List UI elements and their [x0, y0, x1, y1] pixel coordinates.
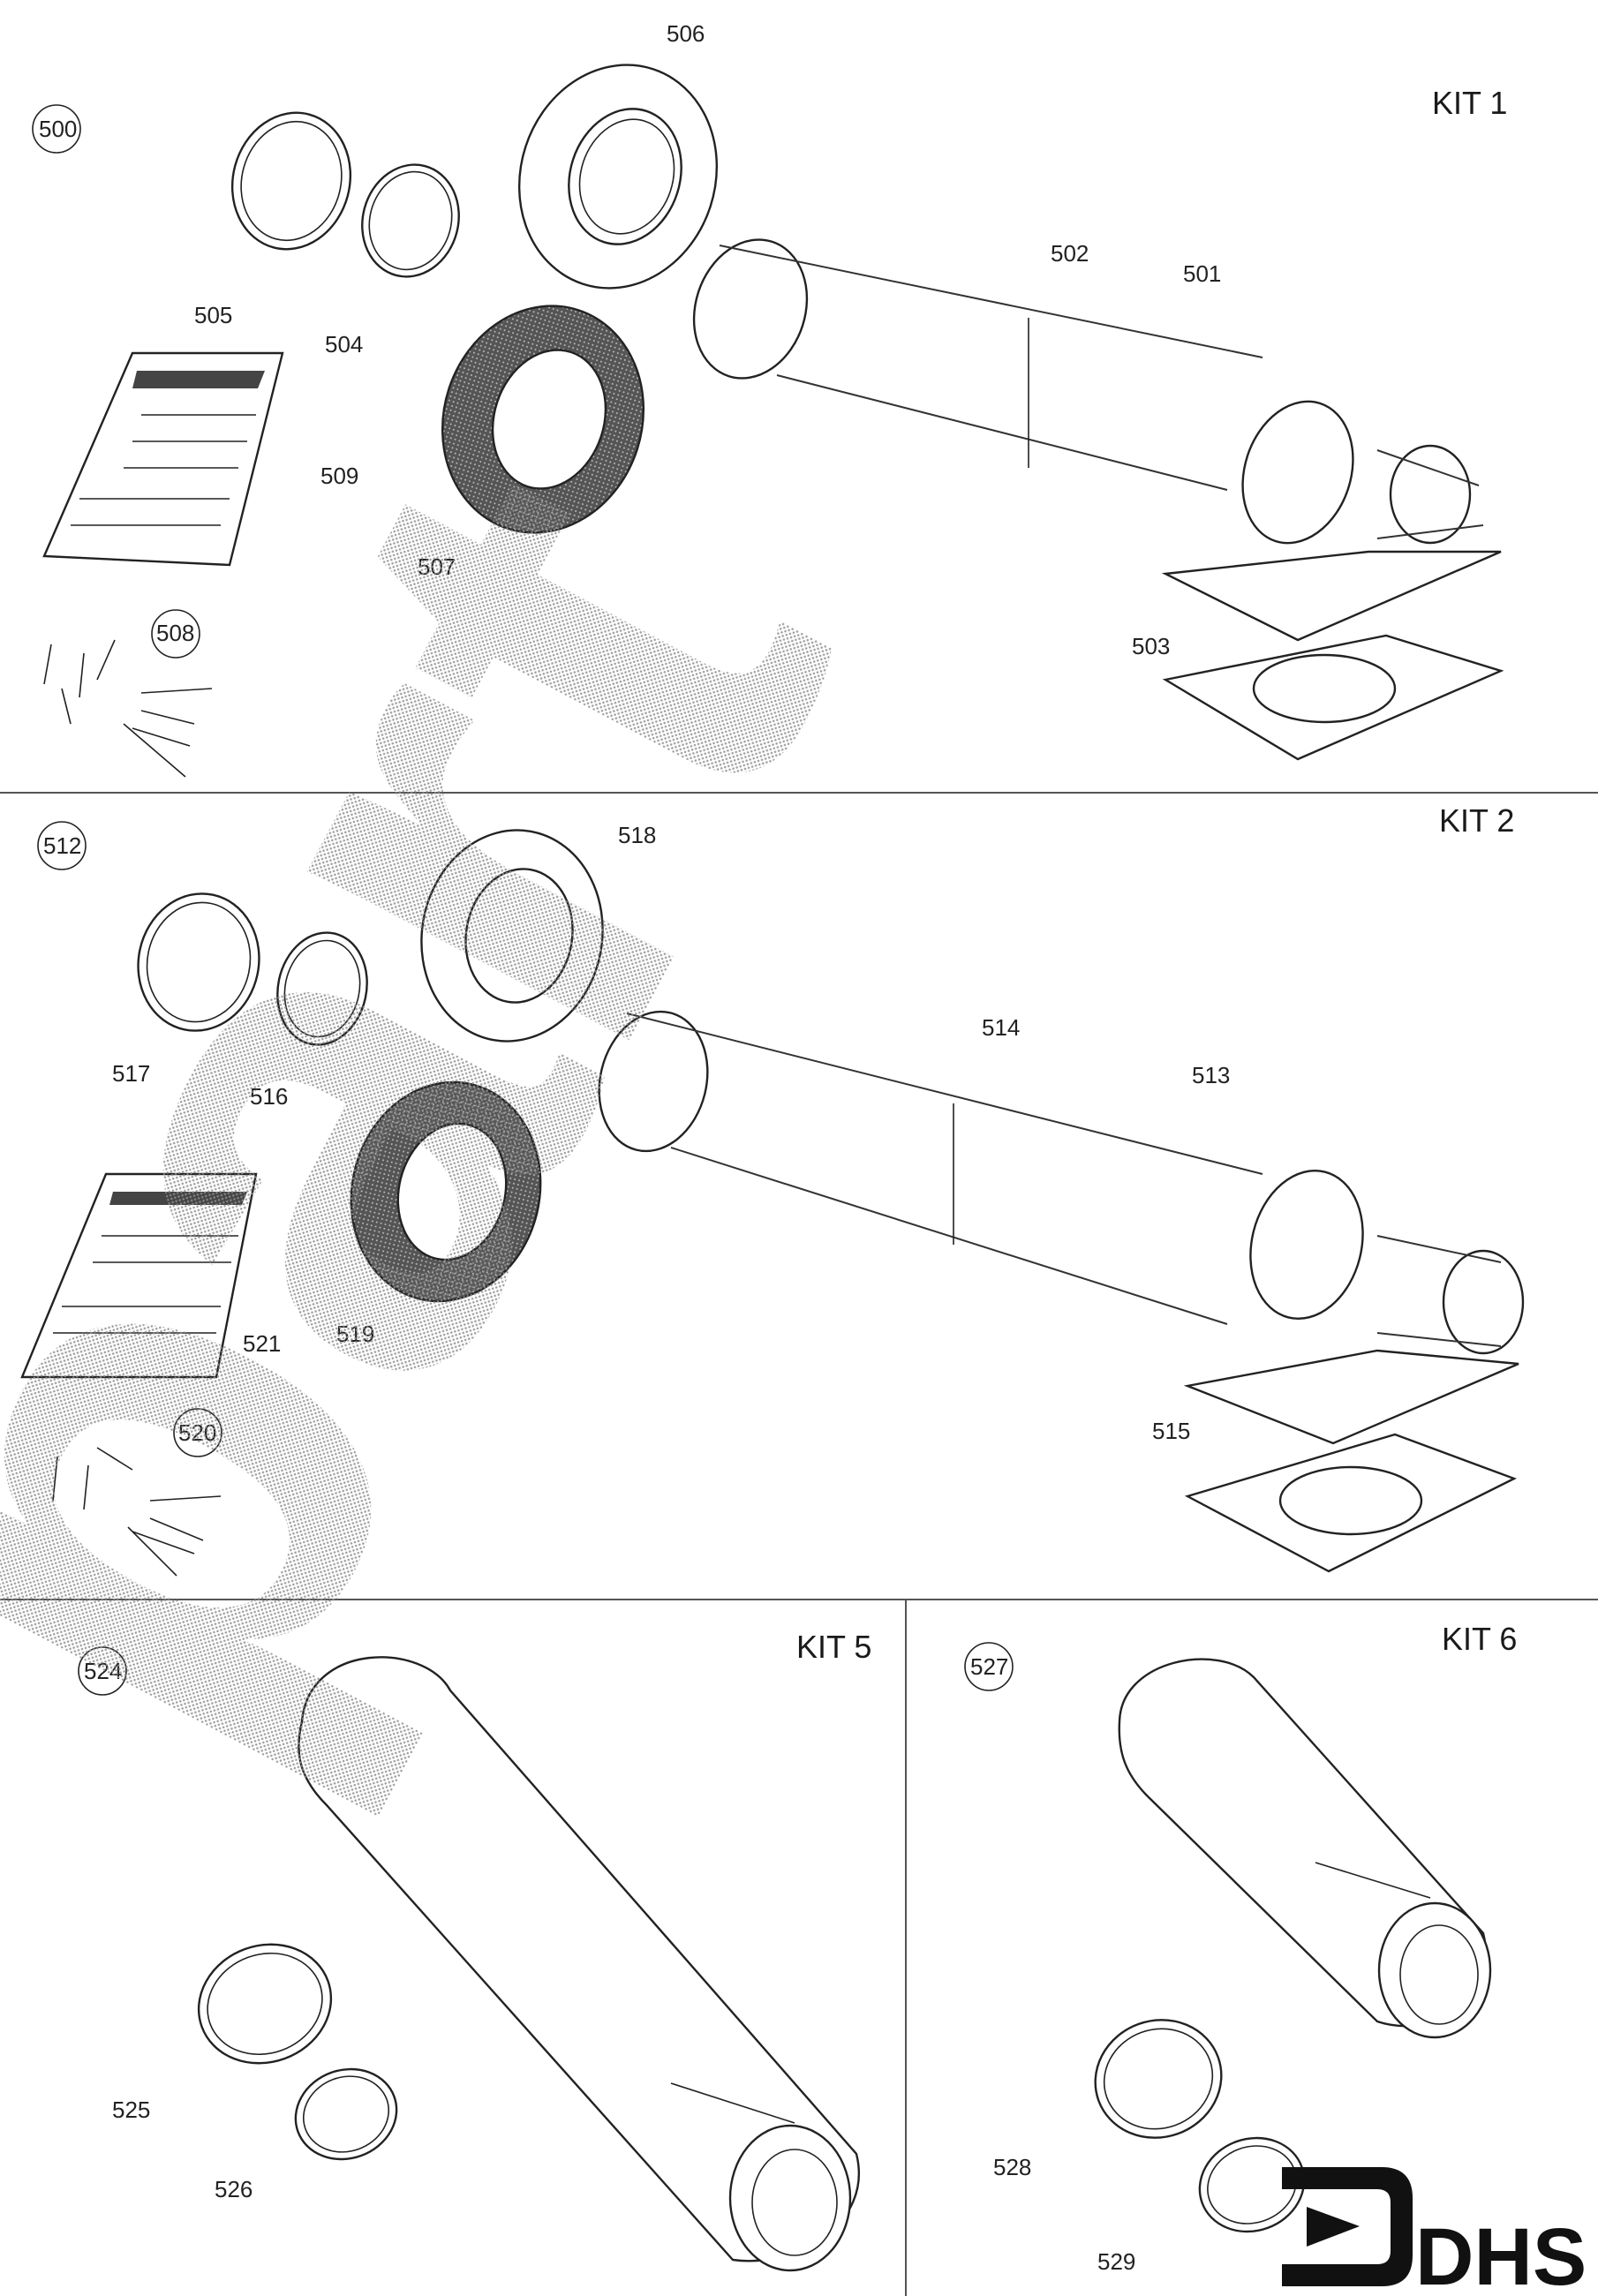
kit-2-label-514: 514: [982, 1014, 1020, 1041]
kit-1-label-509: 509: [320, 463, 358, 489]
kit-6-label-529: 529: [1097, 2248, 1135, 2275]
kit-1-label-501: 501: [1183, 260, 1221, 287]
kit-1-label-504: 504: [325, 331, 363, 358]
kit-2-label-519: 519: [336, 1321, 374, 1347]
kit-2-label-513: 513: [1192, 1062, 1230, 1088]
kit-5-title: KIT 5: [796, 1629, 871, 1665]
kit-2-label-520: 520: [178, 1419, 216, 1446]
kit-1-title: KIT 1: [1432, 85, 1507, 121]
kit-1-label-506: 506: [667, 20, 705, 47]
arrow-icon: [1282, 2167, 1413, 2286]
kit-1-label-508: 508: [156, 620, 194, 646]
logo-text: DHS: [1415, 2212, 1587, 2296]
kit-5-section: [197, 1656, 860, 2272]
kit-5-label-525: 525: [112, 2097, 150, 2123]
kit-6-title: KIT 6: [1442, 1621, 1517, 1657]
kit-2-label-517: 517: [112, 1060, 150, 1087]
kit-1-ref: 500: [39, 116, 77, 142]
kit-1-section: [42, 64, 1504, 778]
kit-1-label-505: 505: [194, 302, 232, 328]
dhs-logo: DHS: [1282, 2167, 1587, 2296]
kit-1-label-502: 502: [1051, 240, 1089, 267]
kit-2-label-521: 521: [243, 1330, 281, 1357]
kit-1-label-507: 507: [418, 553, 456, 580]
kit-5-label-526: 526: [215, 2176, 253, 2202]
kit-2-label-518: 518: [618, 822, 656, 848]
kit-6-ref: 527: [970, 1653, 1008, 1680]
kit-5-ref: 524: [84, 1658, 122, 1684]
kit-2-title: KIT 2: [1439, 802, 1514, 839]
kit-2-section: [20, 829, 1525, 1577]
kit-1-label-503: 503: [1132, 633, 1170, 659]
kit-6-label-528: 528: [993, 2154, 1031, 2180]
kit-2-label-515: 515: [1152, 1418, 1190, 1444]
kit-2-ref: 512: [43, 832, 81, 859]
kit-6-section: [1094, 1658, 1492, 2233]
kit-2-label-516: 516: [250, 1083, 288, 1110]
